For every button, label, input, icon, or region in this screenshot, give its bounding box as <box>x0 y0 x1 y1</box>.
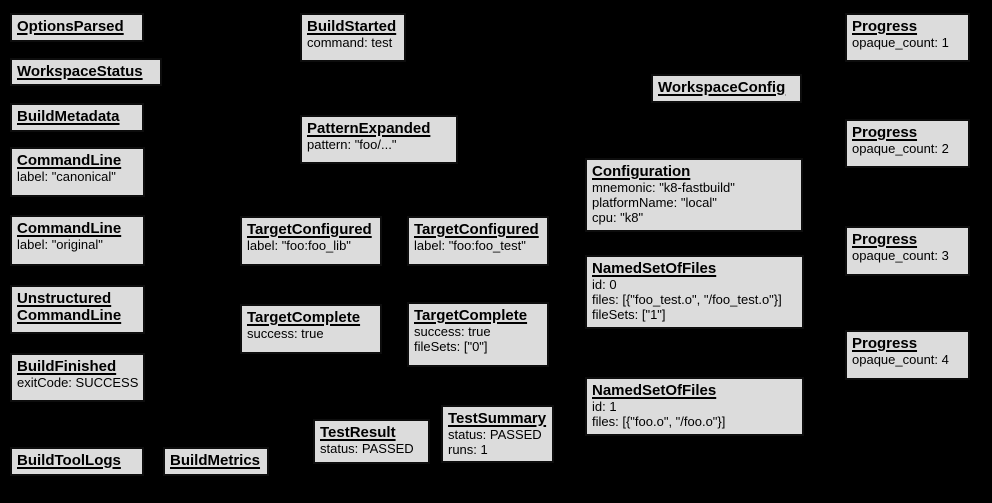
node-detail: opaque_count: 1 <box>852 35 949 50</box>
node-title: BuildMetrics <box>170 452 261 469</box>
node-detail: cpu: "k8" <box>592 210 644 225</box>
node-detail: status: PASSED <box>448 427 542 442</box>
node-detail: exitCode: SUCCESS <box>17 375 139 390</box>
node-title: Progress <box>852 335 918 352</box>
node-title: BuildStarted <box>307 18 397 35</box>
node-detail: fileSets: ["0"] <box>414 339 488 354</box>
node-title: Progress <box>852 18 918 35</box>
node-title: TargetComplete <box>247 309 361 326</box>
node-build-metadata: BuildMetadata <box>10 103 144 132</box>
node-detail: id: 1 <box>592 399 617 414</box>
node-detail: id: 0 <box>592 277 617 292</box>
node-detail: pattern: "foo/..." <box>307 137 397 152</box>
node-detail: label: "foo:foo_test" <box>414 238 526 253</box>
node-title: Progress <box>852 231 918 248</box>
node-title: TestSummary <box>448 410 547 427</box>
node-detail: label: "original" <box>17 237 103 252</box>
node-build-metrics: BuildMetrics <box>163 447 269 476</box>
node-title: CommandLine <box>17 152 122 169</box>
node-detail: label: "canonical" <box>17 169 116 184</box>
node-title: BuildToolLogs <box>17 452 121 469</box>
node-detail: mnemonic: "k8-fastbuild" <box>592 180 735 195</box>
node-title: TargetConfigured <box>414 221 539 238</box>
node-title: NamedSetOfFiles <box>592 260 717 277</box>
node-detail: success: true <box>414 324 491 339</box>
node-detail: command: test <box>307 35 393 50</box>
node-detail: opaque_count: 4 <box>852 352 949 367</box>
node-title: TestResult <box>320 424 396 441</box>
node-title: BuildMetadata <box>17 108 120 125</box>
node-title: TargetConfigured <box>247 221 372 238</box>
node-options-parsed: OptionsParsed <box>10 13 144 42</box>
node-title: TargetComplete <box>414 307 528 324</box>
node-workspace-status: WorkspaceStatus <box>10 58 162 86</box>
node-detail: opaque_count: 3 <box>852 248 949 263</box>
node-detail: files: [{"foo_test.o", "/foo_test.o"}] <box>592 292 782 307</box>
node-title: CommandLine <box>17 220 122 237</box>
node-workspace-config: WorkspaceConfig <box>651 74 802 103</box>
node-detail: fileSets: ["1"] <box>592 307 666 322</box>
node-title: NamedSetOfFiles <box>592 382 717 399</box>
node-title: Configuration <box>592 163 691 180</box>
node-title: WorkspaceStatus <box>17 63 143 80</box>
node-title: PatternExpanded <box>307 120 431 137</box>
node-title: CommandLine <box>17 307 122 324</box>
node-detail: opaque_count: 2 <box>852 141 949 156</box>
node-detail: files: [{"foo.o", "/foo.o"}] <box>592 414 726 429</box>
node-title: WorkspaceConfig <box>658 79 786 96</box>
node-title: OptionsParsed <box>17 18 124 35</box>
node-detail: status: PASSED <box>320 441 414 456</box>
node-title: Progress <box>852 124 918 141</box>
node-detail: runs: 1 <box>448 442 488 457</box>
node-title: Unstructured <box>17 290 112 307</box>
node-build-tool-logs: BuildToolLogs <box>10 447 144 476</box>
node-detail: label: "foo:foo_lib" <box>247 238 351 253</box>
node-detail: platformName: "local" <box>592 195 717 210</box>
node-detail: success: true <box>247 326 324 341</box>
node-title: BuildFinished <box>17 358 117 375</box>
